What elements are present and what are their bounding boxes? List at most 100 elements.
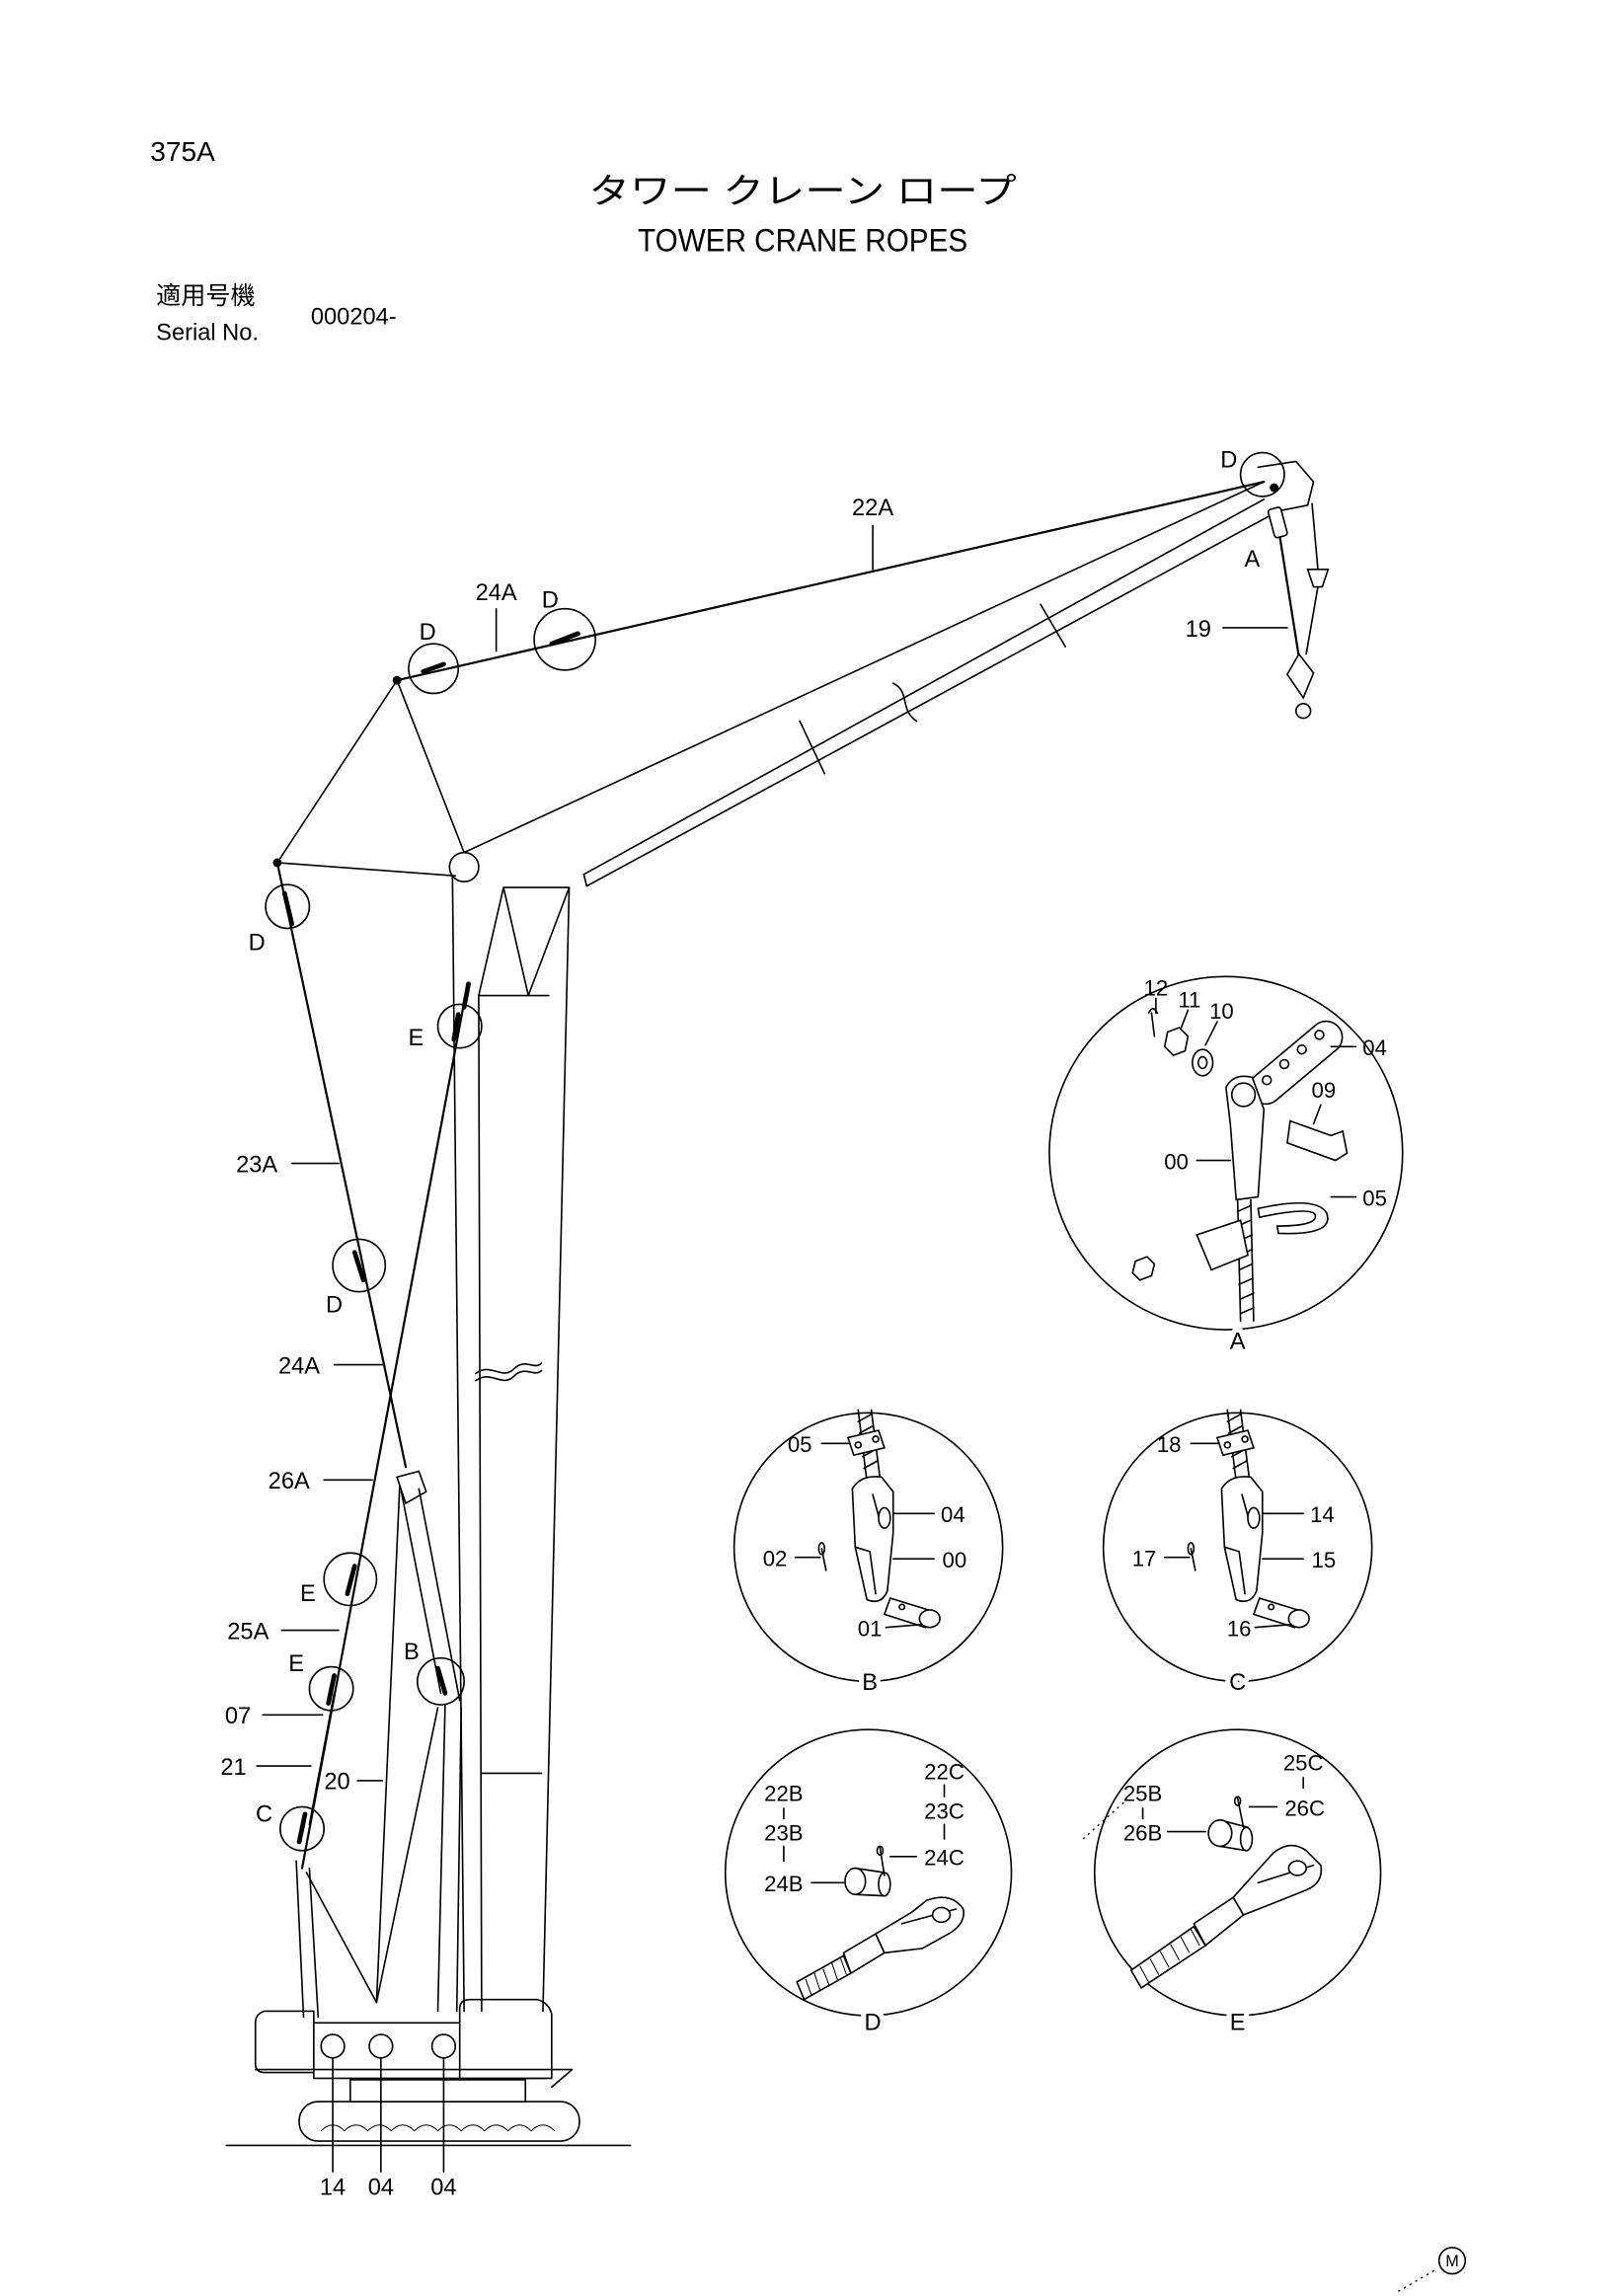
hook <box>1294 703 1312 720</box>
split-pin-eye <box>1233 1796 1242 1806</box>
callout-label: D <box>249 931 266 957</box>
part-label: 04 <box>1362 1035 1387 1060</box>
part-ref-circle <box>430 2033 457 2059</box>
jib-chords <box>463 481 1279 887</box>
part-label: 26C <box>1284 1796 1325 1820</box>
part-label: 25B <box>1123 1782 1162 1806</box>
pulley-block <box>396 1470 427 1505</box>
detail-tag: B <box>862 1670 878 1696</box>
part-ref-circle <box>320 2033 346 2059</box>
socket-assembly <box>1187 1409 1310 1629</box>
callout-label: E <box>300 1581 316 1607</box>
counterweight <box>254 2010 315 2074</box>
detail-ref-circle-b <box>417 1656 465 1706</box>
hoist-rope-19 <box>1278 536 1300 658</box>
crawler-track <box>298 2101 580 2142</box>
main-leader-lines <box>256 524 1288 2173</box>
link-plate-holes <box>1261 1030 1325 1086</box>
detail-b: 05 04 02 00 01 B <box>733 1409 1004 1701</box>
part-label: 26B <box>1123 1820 1162 1845</box>
serial-label-en: Serial No. <box>156 321 259 346</box>
hook-block <box>1285 652 1315 700</box>
washer <box>1192 1048 1214 1077</box>
part-label: 10 <box>1209 999 1234 1024</box>
split-pin <box>1236 1797 1245 1828</box>
pin-head <box>844 1867 867 1896</box>
detail-ref-circle-d <box>265 883 311 930</box>
page-title-en: TOWER CRANE ROPES <box>638 223 967 259</box>
rope-hatch <box>1139 1929 1200 1983</box>
jib-struts <box>799 603 1067 775</box>
page-code: 375A <box>150 136 215 167</box>
deck-line <box>254 2068 574 2089</box>
part-label: 17 <box>1132 1547 1157 1571</box>
part-label: 16 <box>1227 1617 1252 1642</box>
callout-label: A <box>1245 547 1261 573</box>
part-label: 04 <box>941 1502 965 1527</box>
callout-label: D <box>326 1292 343 1318</box>
circled-mark: M <box>1437 2247 1467 2275</box>
rope-sockets <box>281 631 580 1845</box>
ferrule <box>1193 1895 1245 1948</box>
callout-label: 14 <box>320 2176 346 2201</box>
callout-label: 07 <box>225 1704 251 1729</box>
detail-ref-circle-d <box>408 643 460 695</box>
detail-tag: D <box>865 2011 882 2036</box>
washer-hole <box>1196 1055 1208 1070</box>
leader-lines <box>1155 997 1357 1198</box>
header: 375A タワー クレーン ロープ TOWER CRANE ROPES 適用号機… <box>150 136 1016 346</box>
detail-ref-circle-d <box>533 607 596 671</box>
jib-point-head <box>1257 460 1315 512</box>
detail-circle <box>724 1728 1013 2017</box>
backstay-rope-23a-24a <box>275 861 408 1469</box>
operator-cab <box>458 1998 553 2080</box>
callout-label: B <box>404 1640 420 1665</box>
detail-ref-circle-c <box>279 1805 326 1852</box>
callout-label: 24A <box>278 1353 320 1379</box>
dotted-guide <box>1082 1801 1124 1840</box>
overhoist-weight <box>1306 569 1330 588</box>
callout-label: 24A <box>476 580 517 606</box>
part-label: 00 <box>1164 1149 1189 1174</box>
overhoist-rope <box>1305 502 1319 655</box>
pendant-socket-top-e <box>461 981 471 1010</box>
socket-body <box>1225 1075 1266 1201</box>
rope-socket-a <box>1267 506 1288 539</box>
split-pin <box>879 1847 886 1876</box>
part-label: 22C <box>924 1759 964 1784</box>
detail-tag: C <box>1229 1670 1246 1696</box>
leader-lines <box>783 1784 946 1884</box>
jib-point-sheave <box>1270 483 1279 493</box>
detail-e: 25C 26C 25B 26B E <box>1093 1728 1382 2041</box>
part-label: 05 <box>788 1432 812 1457</box>
jib-break-mark <box>891 682 918 723</box>
socket-eye <box>1230 1082 1257 1108</box>
clevis-hole <box>1287 1860 1307 1876</box>
mark-circle <box>1437 2247 1467 2275</box>
part-label: 22B <box>764 1782 803 1806</box>
clevis <box>1232 1844 1323 1916</box>
callout-label: D <box>1220 447 1237 473</box>
wire-clip-saddle <box>1196 1219 1249 1271</box>
callout-label: 22A <box>852 496 893 521</box>
slewing-ring <box>348 2079 527 2103</box>
leader-lines <box>794 1442 935 1629</box>
wire-clip-u-bolt <box>1257 1202 1329 1235</box>
dotted-guide <box>1397 2268 1437 2292</box>
split-pin-eye <box>876 1845 885 1857</box>
detail-tag: A <box>1230 1329 1246 1354</box>
rope-segment <box>796 1954 852 2001</box>
callout-label: 20 <box>324 1770 349 1796</box>
track-rollers <box>320 2124 556 2132</box>
leader-lines <box>1163 1442 1305 1629</box>
part-label: 15 <box>1312 1548 1337 1572</box>
serial-value: 000204- <box>311 304 397 330</box>
part-label: 00 <box>943 1548 967 1572</box>
tower-top-sheave <box>448 851 480 883</box>
callout-label: 25A <box>227 1619 269 1645</box>
part-label: 18 <box>1157 1432 1182 1457</box>
part-label: 25C <box>1283 1751 1324 1776</box>
part-label: 24C <box>924 1846 964 1871</box>
callout-label: E <box>288 1651 304 1677</box>
